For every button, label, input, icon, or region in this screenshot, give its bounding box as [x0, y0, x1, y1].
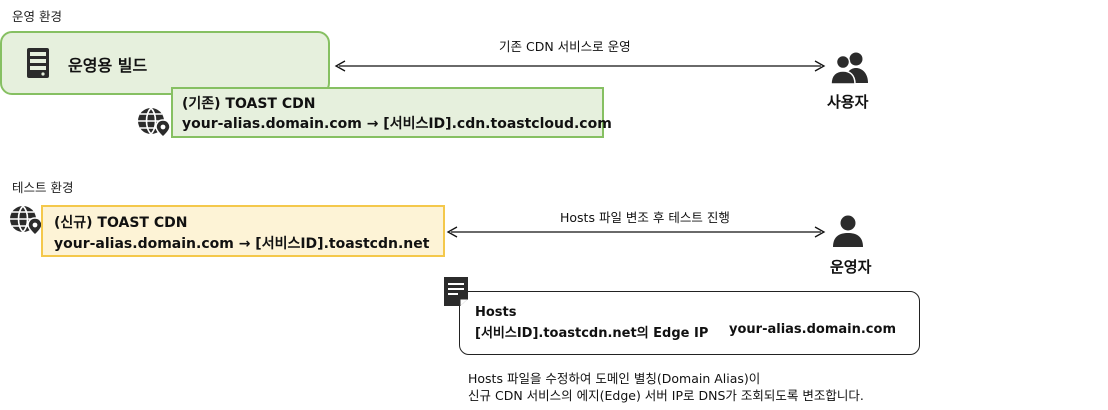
new-cdn-title: (신규) TOAST CDN	[54, 215, 188, 231]
hosts-entry-domain: your-alias.domain.com	[729, 322, 896, 337]
new-cdn-box	[41, 205, 445, 257]
users-icon	[830, 52, 868, 85]
operator-actor-label: 운영자	[830, 258, 872, 276]
legacy-cdn-mapping: your-alias.domain.com → [서비스ID].cdn.toas…	[182, 116, 612, 132]
hosts-file-box	[459, 291, 920, 355]
hosts-title: Hosts	[475, 305, 517, 320]
globe-icon	[10, 205, 43, 236]
production-section-label: 운영 환경	[12, 9, 62, 24]
production-build-box	[0, 31, 330, 95]
new-cdn-mapping: your-alias.domain.com → [서비스ID].toastcdn…	[54, 236, 430, 252]
legacy-cdn-box	[171, 87, 604, 138]
note-line-1: Hosts 파일을 수정하여 도메인 별칭(Domain Alias)이	[468, 371, 761, 386]
user-icon	[833, 215, 863, 247]
user-actor-label: 사용자	[827, 93, 869, 111]
production-arrow-label: 기존 CDN 서비스로 운영	[499, 39, 631, 54]
legacy-cdn-title: (기존) TOAST CDN	[182, 96, 316, 112]
globe-icon	[138, 107, 171, 138]
test-section-label: 테스트 환경	[12, 180, 74, 195]
production-build-label: 운영용 빌드	[68, 56, 148, 75]
server-icon	[27, 48, 49, 78]
document-icon	[444, 277, 468, 306]
test-arrow-label: Hosts 파일 변조 후 테스트 진행	[560, 210, 730, 225]
hosts-entry-ip: [서비스ID].toastcdn.net의 Edge IP	[475, 326, 709, 341]
note-line-2: 신규 CDN 서비스의 에지(Edge) 서버 IP로 DNS가 조회되도록 변…	[468, 388, 864, 403]
